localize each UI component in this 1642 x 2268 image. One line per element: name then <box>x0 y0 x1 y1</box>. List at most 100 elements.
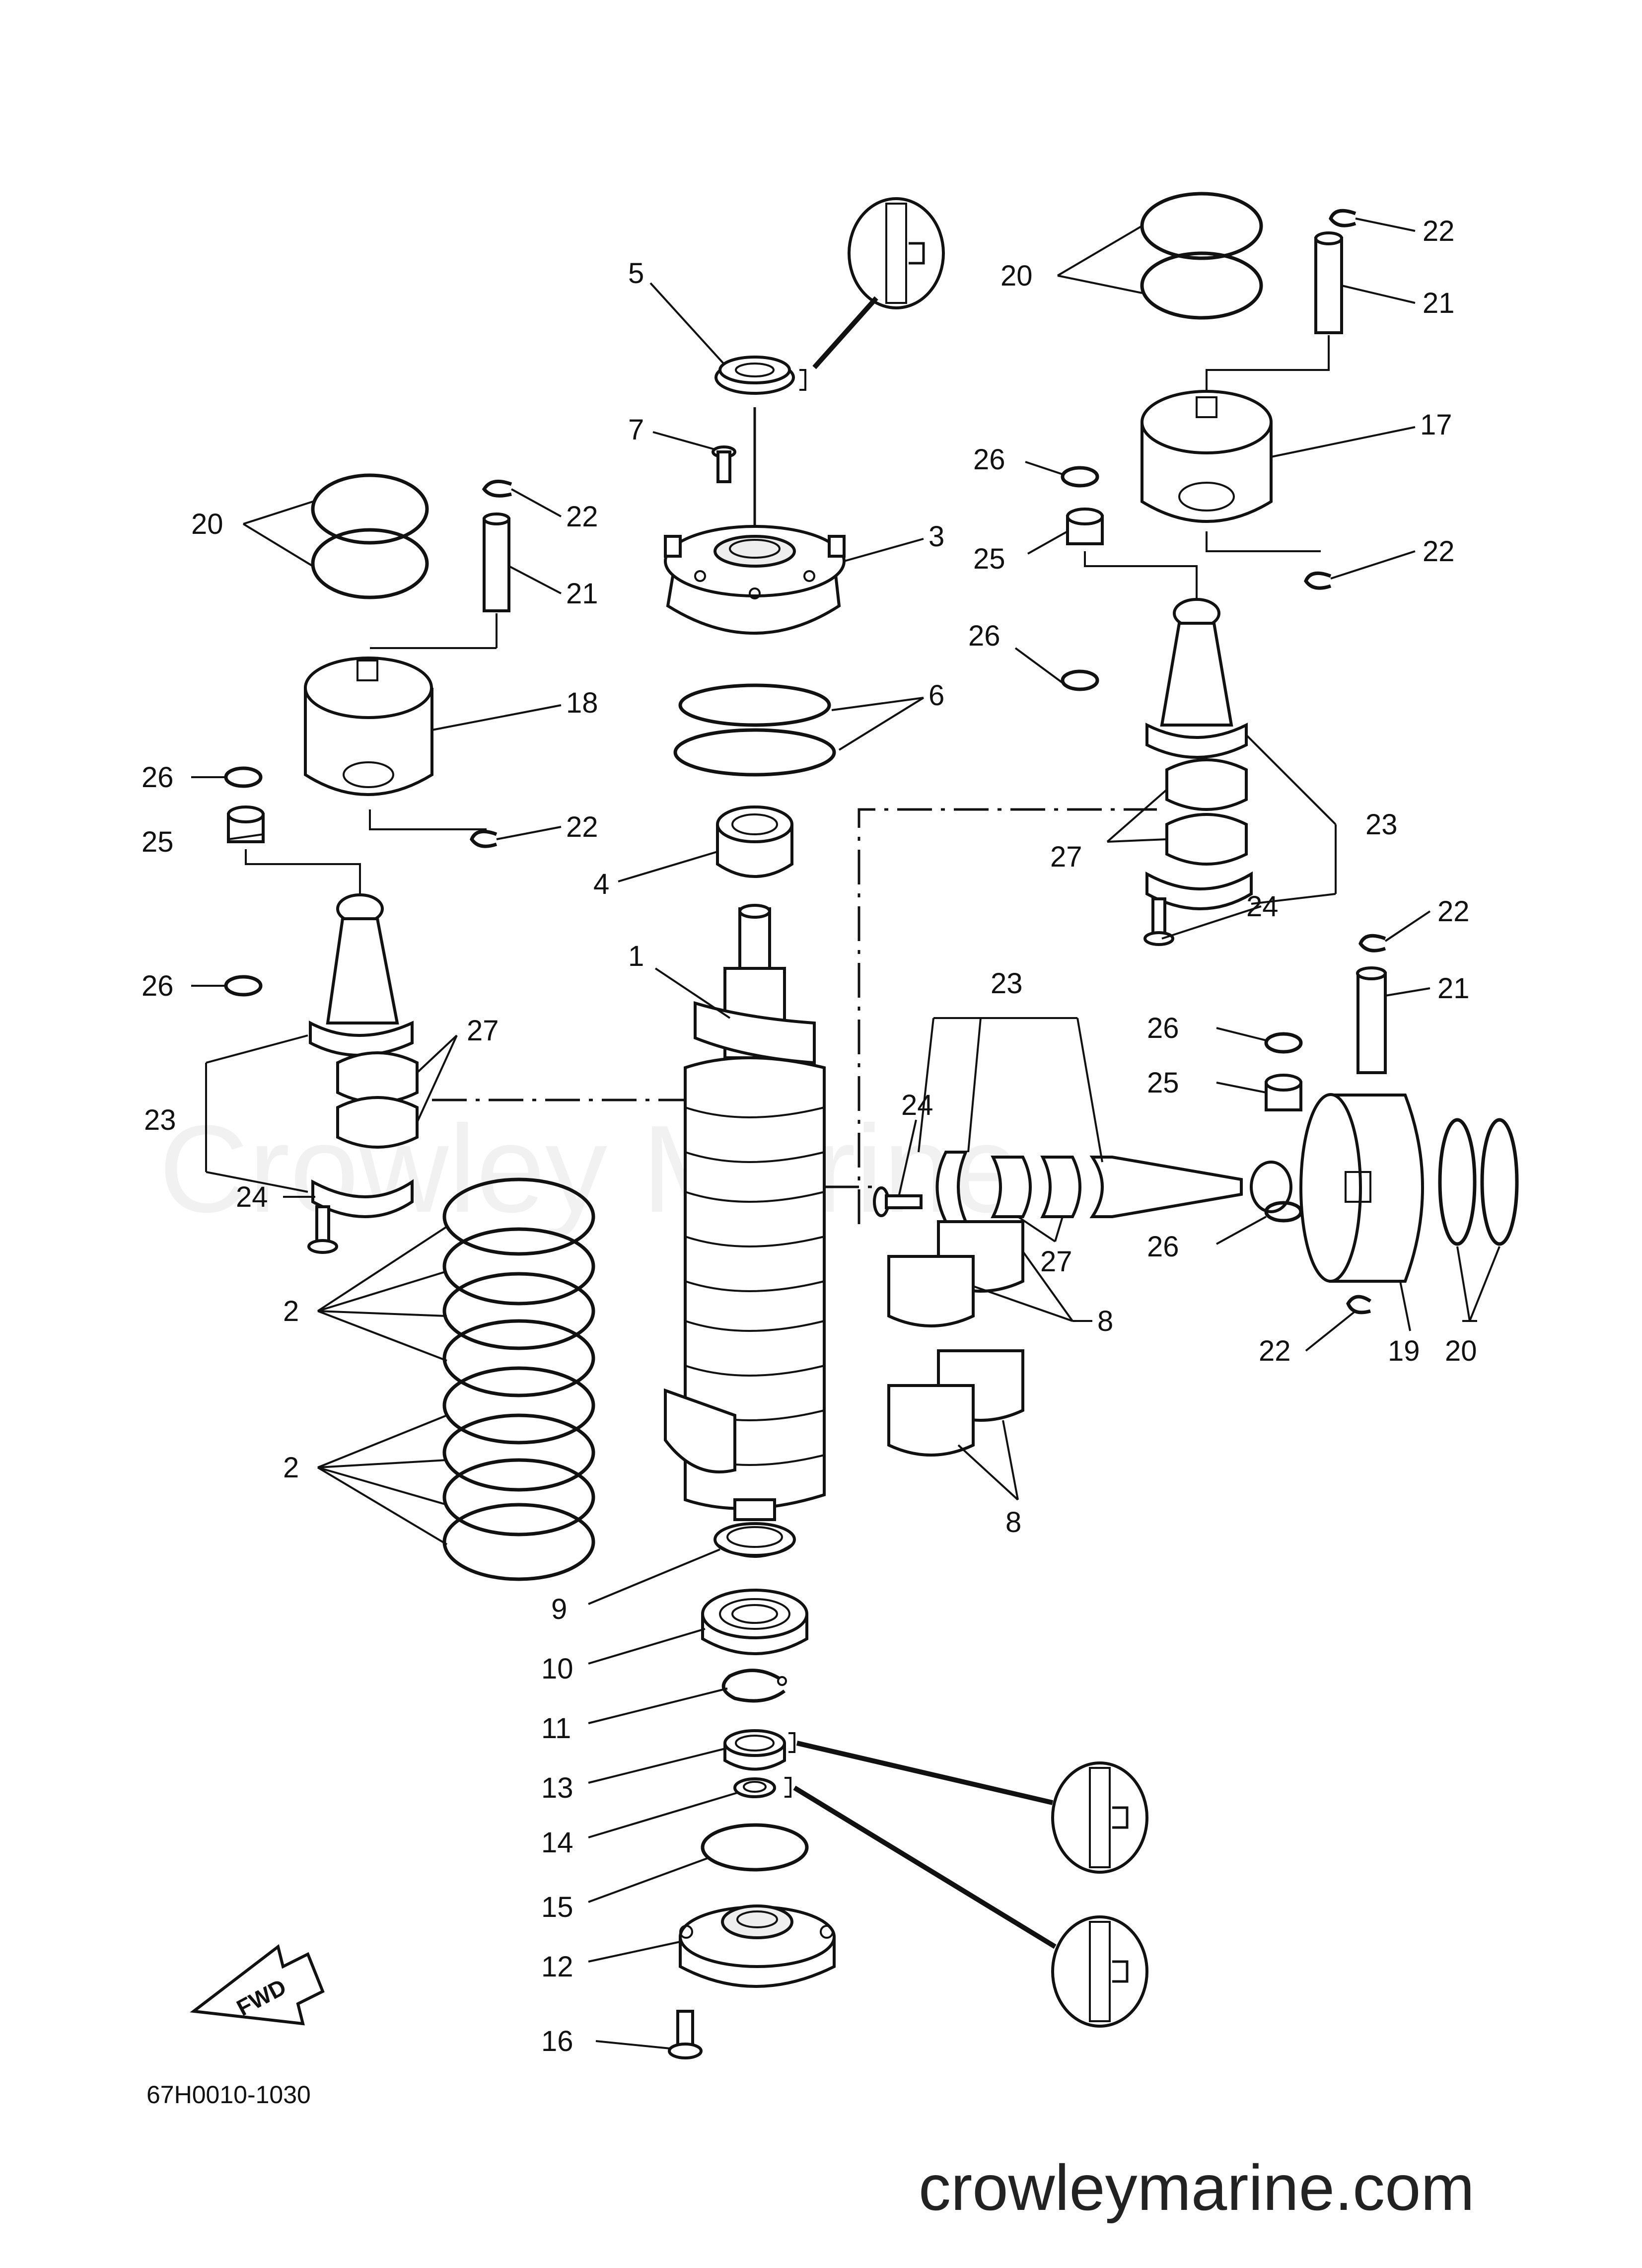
callout-25-mid: 25 <box>1147 1067 1179 1099</box>
callout-26-left-bottom: 26 <box>142 970 174 1002</box>
connecting-rod-left <box>309 893 414 1057</box>
callout-24-mid: 24 <box>901 1089 933 1121</box>
callout-25-left: 25 <box>142 826 174 858</box>
piston-rings-left <box>311 473 429 599</box>
callout-24-right: 24 <box>1246 890 1279 923</box>
needle-bearing-right-mid <box>1265 1074 1302 1111</box>
needle-bearing-left <box>227 805 265 843</box>
rod-bolt-mid <box>873 1186 923 1217</box>
piston-pin-left <box>483 512 510 612</box>
washer-left-top <box>224 766 263 788</box>
callout-22-left-bottom: 22 <box>566 811 598 843</box>
detail-circle-bottom <box>793 1785 1148 2028</box>
callout-18: 18 <box>566 687 598 719</box>
callout-25-right: 25 <box>973 543 1005 575</box>
callout-22-right-top: 22 <box>1423 215 1455 247</box>
callout-13: 13 <box>541 1772 573 1804</box>
washer-right-3 <box>1264 1032 1303 1054</box>
needle-bearing-right-top <box>1066 508 1104 545</box>
crank-bearing-left <box>336 1051 419 1149</box>
forward-arrow-icon: FWD <box>190 1944 325 2026</box>
callout-27-left: 27 <box>467 1015 499 1047</box>
callout-8-lower: 8 <box>1005 1506 1021 1538</box>
main-bearings-8-bottom <box>887 1349 1024 1457</box>
piston-rings-right-mid <box>1438 1118 1519 1246</box>
callout-23-right: 23 <box>1365 808 1398 841</box>
callout-4: 4 <box>593 868 609 900</box>
seal-13 <box>723 1729 795 1771</box>
oil-seal-top <box>714 356 806 395</box>
seal-rings-6 <box>673 683 836 777</box>
piston-pin-right-mid <box>1356 966 1387 1074</box>
callout-12: 12 <box>541 1951 573 1983</box>
callout-26-right-top: 26 <box>973 443 1005 476</box>
callout-26-left-top: 26 <box>142 761 174 794</box>
callout-27-right: 27 <box>1050 841 1082 873</box>
rod-bolt-right-top <box>1143 897 1174 946</box>
pin-connector-right <box>1206 335 1330 392</box>
bolt-16 <box>668 2010 703 2059</box>
rod-cap-right-top <box>1145 871 1253 910</box>
callout-20-right: 20 <box>1445 1335 1477 1367</box>
callout-3: 3 <box>928 520 944 553</box>
website-url: crowleymarine.com <box>919 2151 1475 2224</box>
detail-circle-mid <box>796 1741 1148 1874</box>
crankshaft-body <box>664 1056 826 1510</box>
callout-22-right-4: 22 <box>1259 1335 1291 1367</box>
piston-rings-right-top <box>1140 192 1263 320</box>
leader-lines <box>191 218 1500 2049</box>
washer-right-1 <box>1061 466 1099 488</box>
lower-bearing-housing <box>679 1904 836 1988</box>
main-bearing-stack <box>442 1177 595 1581</box>
rod-bolt-left <box>307 1205 338 1254</box>
callout-10: 10 <box>541 1653 573 1685</box>
washer-right-2 <box>1061 669 1099 691</box>
clip-right-mid <box>1304 571 1332 590</box>
callout-21-mid: 21 <box>1437 972 1470 1005</box>
callout-5: 5 <box>628 257 644 290</box>
roller-bearing-4 <box>716 805 793 878</box>
clip-left-top <box>482 479 512 498</box>
callout-27-mid: 27 <box>1040 1245 1072 1278</box>
callout-labels: 1 2 2 3 4 5 6 7 8 8 9 10 11 12 13 14 15 … <box>142 215 1477 2057</box>
crank-bearing-mid <box>991 1156 1081 1218</box>
centerline-right-top <box>857 808 1157 1224</box>
seal-14 <box>733 1777 791 1798</box>
callout-1: 1 <box>628 940 644 972</box>
crankshaft <box>664 904 826 1521</box>
clip-connector-right <box>1206 531 1321 552</box>
main-bearings-8-top <box>887 1220 1024 1327</box>
callout-26-right-mid: 26 <box>968 620 1000 652</box>
callout-20-left: 20 <box>191 508 223 540</box>
connecting-rod-mid <box>1089 1156 1292 1218</box>
callout-20-top: 20 <box>1000 260 1033 292</box>
callout-16: 16 <box>541 2025 573 2057</box>
crank-bearing-right-top <box>1165 758 1248 866</box>
piston-left <box>304 657 433 796</box>
callout-2-upper: 2 <box>283 1295 299 1327</box>
callout-24-left: 24 <box>236 1181 268 1213</box>
clip-connector-left <box>369 809 487 830</box>
clip-right-3 <box>1358 934 1386 952</box>
bearing-connector-left <box>245 849 361 894</box>
callout-23-mid: 23 <box>991 967 1023 1000</box>
callout-8-upper: 8 <box>1097 1305 1113 1337</box>
clip-right-top <box>1329 209 1356 227</box>
callout-11: 11 <box>541 1712 571 1745</box>
rod-cap-left <box>311 1179 414 1218</box>
piston-right-top <box>1141 390 1273 523</box>
callout-17: 17 <box>1420 409 1452 441</box>
callout-9: 9 <box>551 1593 567 1625</box>
callout-7: 7 <box>628 414 644 446</box>
upper-bearing-housing <box>664 525 846 635</box>
callout-22-right-mid: 22 <box>1423 535 1455 568</box>
callout-26-right-3: 26 <box>1147 1012 1179 1044</box>
callout-23-left: 23 <box>144 1104 176 1136</box>
callout-14: 14 <box>541 1827 573 1859</box>
connecting-rod-right-top <box>1145 598 1248 759</box>
seal-9 <box>714 1522 796 1558</box>
callout-6: 6 <box>928 679 944 712</box>
piston-pin-right-top <box>1314 231 1343 334</box>
detail-circle-top <box>812 197 945 369</box>
